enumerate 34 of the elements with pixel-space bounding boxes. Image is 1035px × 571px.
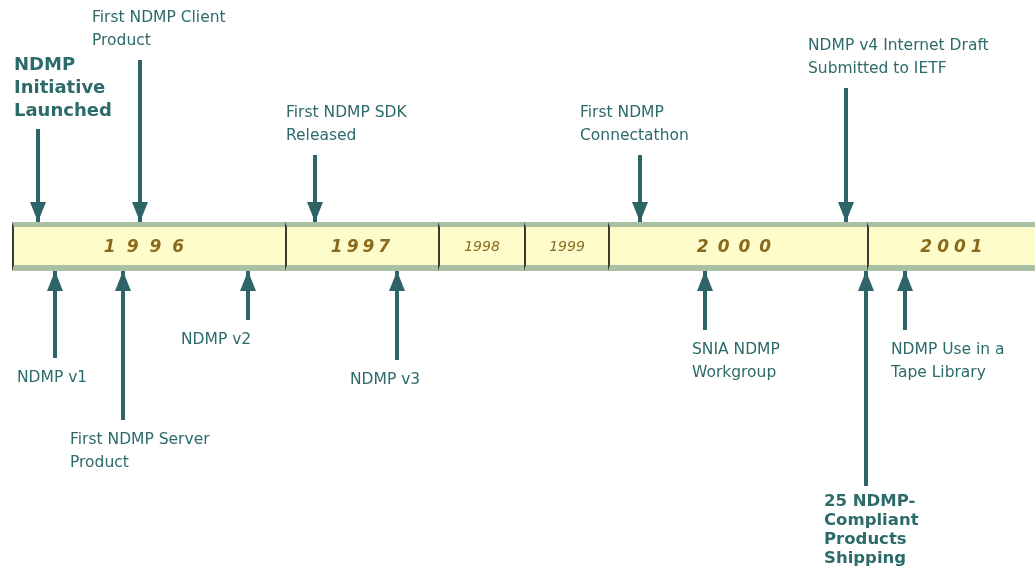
year-label: 2001 xyxy=(920,236,988,256)
arrow xyxy=(858,271,874,486)
arrow xyxy=(47,271,63,358)
timeline-segment xyxy=(285,222,438,271)
event-label: NDMP v2 xyxy=(181,320,291,351)
timeline-segment xyxy=(524,222,608,271)
timeline-segment xyxy=(438,222,524,271)
event-label: First NDMP Server Product xyxy=(70,420,240,474)
event-label: 25 NDMP-Compliant Products Shipping xyxy=(824,486,954,567)
event-label: NDMP v3 xyxy=(350,360,460,391)
arrow xyxy=(307,155,323,222)
year-label: 1999 xyxy=(549,238,585,254)
event-label: First NDMP Connectathon xyxy=(580,101,740,155)
arrow xyxy=(838,88,854,222)
year-label: 1996 xyxy=(103,236,196,256)
arrow xyxy=(389,271,405,360)
arrow xyxy=(632,155,648,222)
arrow xyxy=(115,271,131,420)
event-label: SNIA NDMP Workgroup xyxy=(692,330,812,384)
event-label: NDMP Use in a Tape Library xyxy=(891,330,1021,384)
event-label: First NDMP SDK Released xyxy=(286,101,446,155)
arrow xyxy=(132,60,148,222)
timeline-segment xyxy=(12,222,285,271)
arrow xyxy=(30,129,46,222)
arrow xyxy=(240,271,256,320)
timeline-segment xyxy=(867,222,1035,271)
timeline-segment xyxy=(608,222,867,271)
event-label: NDMP v4 Internet Draft Submitted to IETF xyxy=(808,34,998,88)
year-label: 1998 xyxy=(464,238,500,254)
arrow xyxy=(897,271,913,330)
arrow xyxy=(697,271,713,330)
event-label: NDMP v1 xyxy=(17,358,127,389)
year-label: 1997 xyxy=(330,236,395,256)
year-label: 2000 xyxy=(696,236,781,256)
